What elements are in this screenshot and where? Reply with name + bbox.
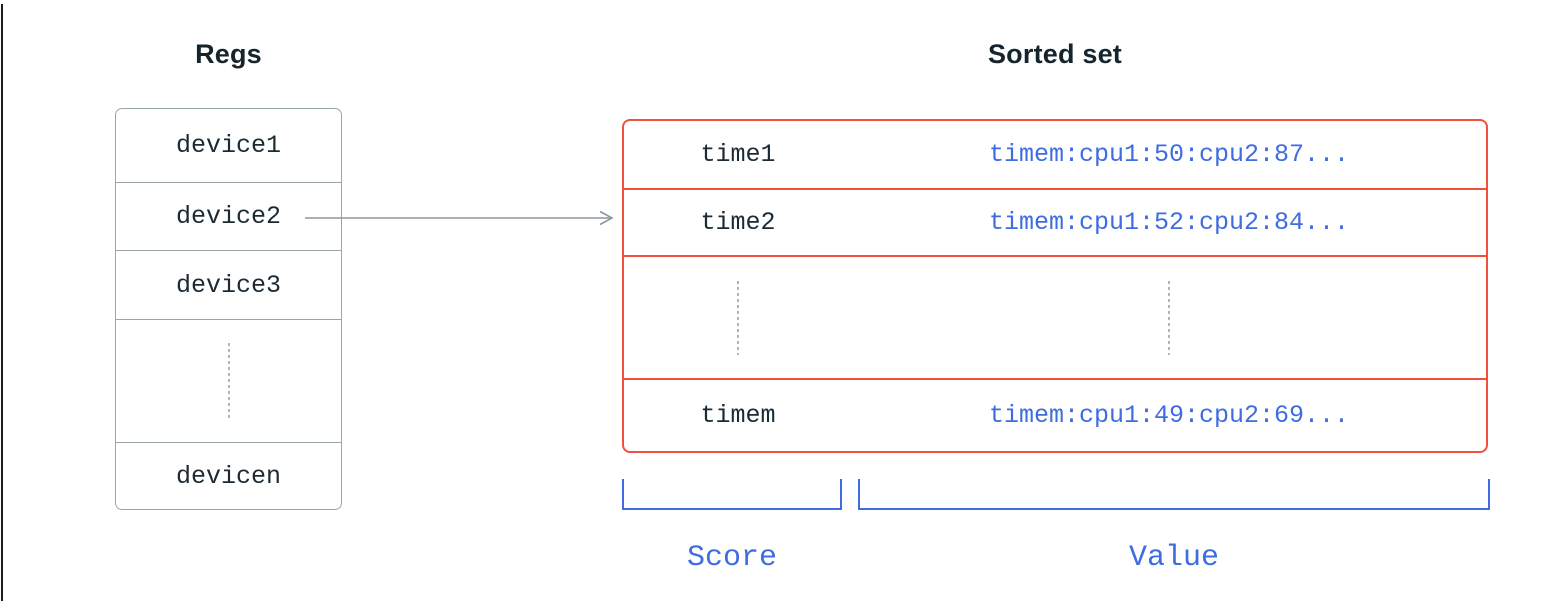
sorted-set-row: time1 timem:cpu1:50:cpu2:87... <box>624 121 1486 188</box>
score-cell: timem <box>700 401 776 430</box>
ellipsis-dots <box>737 280 739 355</box>
regs-item-devicen: devicen <box>116 442 341 509</box>
score-cell: time1 <box>700 140 776 169</box>
value-cell-ellipsis <box>852 257 1486 378</box>
regs-item-device1: device1 <box>175 131 282 160</box>
sorted-set-ellipsis-row <box>624 255 1486 378</box>
sorted-set-title: Sorted set <box>987 39 1123 69</box>
value-cell: timem:cpu1:52:cpu2:84... <box>988 208 1350 237</box>
regs-list: device1 device2 device3 devicen <box>115 108 342 510</box>
device2-to-set-arrow <box>305 210 614 226</box>
value-cell: timem:cpu1:50:cpu2:87... <box>988 140 1350 169</box>
left-edge-line <box>1 4 3 601</box>
ellipsis-dots <box>1168 280 1170 355</box>
regs-item-device2: device2 <box>116 182 341 250</box>
score-label: Score <box>686 541 777 575</box>
value-bracket <box>858 479 1490 510</box>
score-bracket <box>622 479 842 510</box>
sorted-set-row: timem timem:cpu1:49:cpu2:69... <box>624 378 1486 451</box>
value-label: Value <box>1128 541 1219 575</box>
value-cell: timem:cpu1:49:cpu2:69... <box>988 401 1350 430</box>
regs-ellipsis-row <box>116 319 341 442</box>
sorted-set-table: time1 timem:cpu1:50:cpu2:87... time2 tim… <box>622 119 1488 453</box>
score-cell-ellipsis <box>624 257 852 378</box>
ellipsis-dots <box>227 343 230 419</box>
score-cell: time2 <box>700 208 776 237</box>
sorted-set-row: time2 timem:cpu1:52:cpu2:84... <box>624 188 1486 255</box>
regs-item-device3: device3 <box>116 250 341 319</box>
regs-title: Regs <box>195 39 262 69</box>
